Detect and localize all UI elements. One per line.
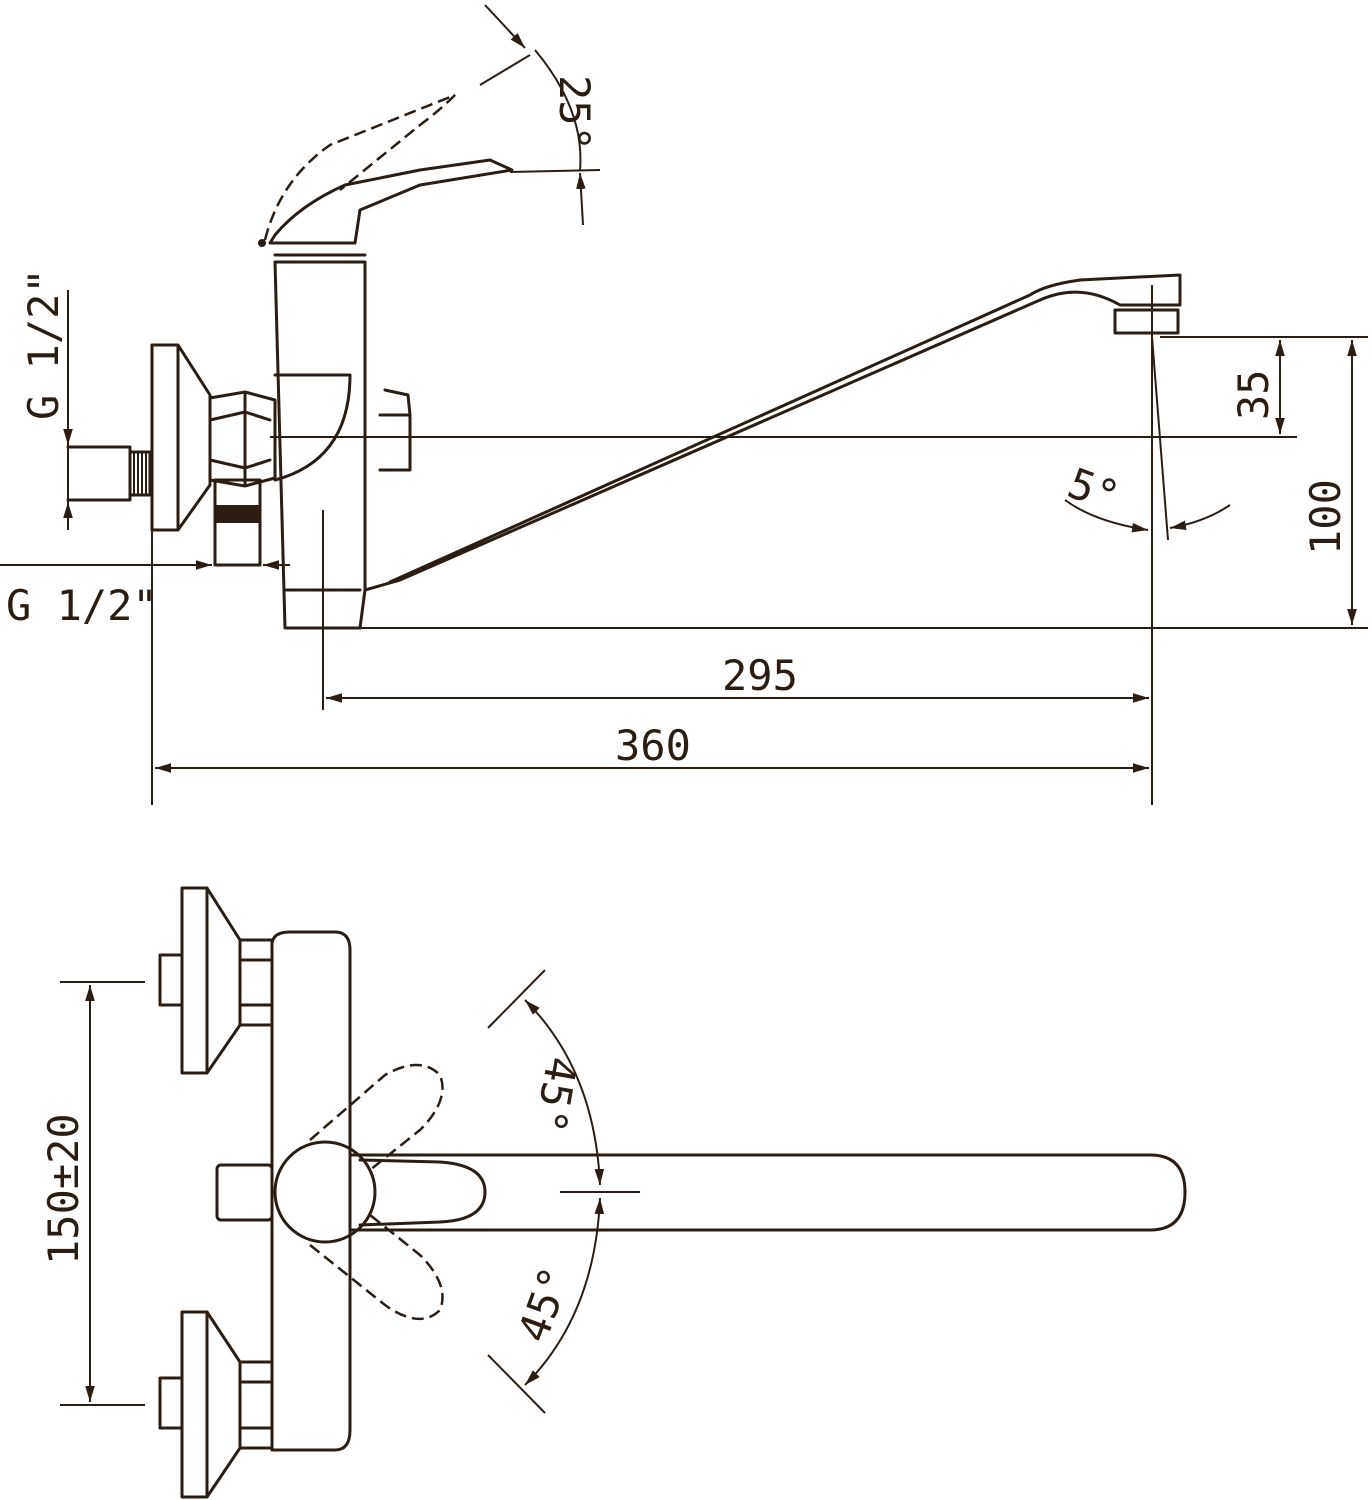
diverter-knob [215,1163,274,1222]
angle-line-down [487,1354,546,1414]
handle-lever [358,1158,487,1227]
angle-45-label-up: 45° [525,1053,586,1136]
nut-top [238,938,274,1027]
angle-25-arc [479,49,601,173]
dim-295-label: 295 [722,651,798,700]
thread-top [158,953,184,1007]
angle-45-label-down: 45° [508,1260,580,1348]
flange-bottom [180,1310,242,1499]
spout-top [348,1153,1187,1232]
handle-cap [273,1140,377,1244]
angle-5-label: 5° [1062,458,1126,521]
mixer-body [273,253,412,630]
angle-5-arrow-left [1064,499,1149,533]
lever-handle [268,158,514,245]
angle-25-arrow-bottom [576,172,586,226]
flange-top [180,886,242,1075]
angle-5-arrow-right [1169,504,1231,531]
thread-hatch [133,452,147,495]
connector-band [215,505,260,523]
outlet-thread-label: G 1/2" [19,268,68,420]
top-view: 150±20 45° 45° [39,886,1187,1499]
dim-100-label: 100 [1301,479,1350,555]
nut-bottom [238,1360,274,1450]
lever-raised [263,93,456,241]
inlet-thread-label: G 1/2" [6,581,158,630]
dim-360-label: 360 [615,721,691,770]
hex-nut [208,390,277,488]
outlet-angle-line [1151,336,1169,541]
angle-45-arc-down [524,1197,605,1386]
inlet-thread [66,445,152,502]
dim-150-label: 150±20 [39,1113,88,1265]
lever-pivot [258,239,266,247]
angle-45-arc-up [524,999,605,1186]
wall-flange [150,343,212,532]
angle-25-arrow-top [484,4,526,49]
dim-35-label: 35 [1229,369,1278,420]
spout [363,273,1182,592]
handle-rotated-up [309,1063,444,1171]
thread-bottom [158,1376,184,1430]
body-top [270,930,352,1452]
side-view: 25° G 1/2" G 1/2" 35 100 5° 295 360 [0,4,1368,805]
angle-line-up [487,969,546,1029]
handle-rotated-down [309,1214,444,1321]
lower-connector [213,478,262,567]
angle-25-label: 25° [550,75,599,151]
